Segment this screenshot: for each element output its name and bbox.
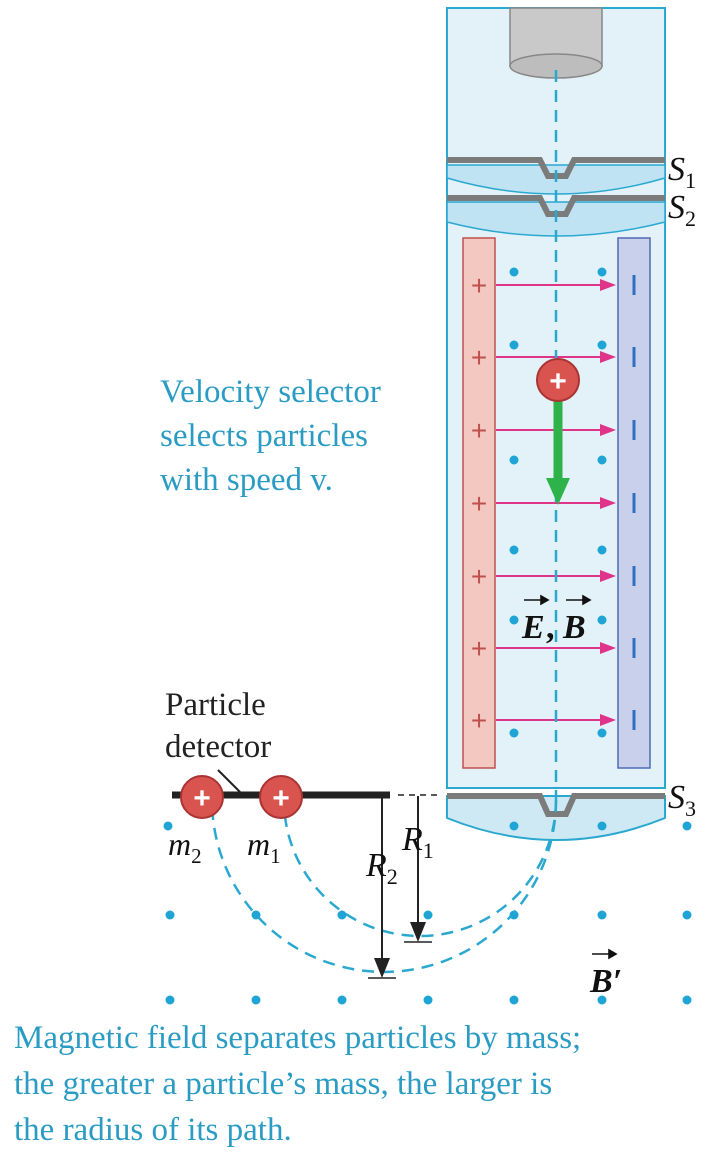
b-prime-dot xyxy=(163,821,173,831)
b-prime-dot xyxy=(682,821,692,831)
r2-arrowhead xyxy=(374,958,390,978)
b-prime-dot xyxy=(682,995,692,1005)
tube-bottom-cap xyxy=(446,795,666,841)
vector-arrows-eb xyxy=(524,594,592,606)
e-field-arrowhead xyxy=(600,279,616,291)
selector-particle xyxy=(536,358,580,402)
s2-label: S2 xyxy=(668,189,696,231)
b-prime-dot xyxy=(165,910,175,920)
b-field-label: B xyxy=(562,609,586,646)
m1-label: m1 xyxy=(247,826,281,868)
plus-sign: + xyxy=(471,270,487,301)
b-prime-dot xyxy=(509,821,519,831)
magnetic-field-line-1: Magnetic field separates particles by ma… xyxy=(14,1020,582,1056)
plus-sign: + xyxy=(471,705,487,736)
e-field-arrowhead xyxy=(600,642,616,654)
magnetic-field-dots-outside xyxy=(163,821,692,1005)
plus-sign: + xyxy=(471,488,487,519)
b-prime-dot xyxy=(597,995,607,1005)
b-prime-dot xyxy=(251,995,261,1005)
plate-charges-positive: + + + + + + + xyxy=(471,270,487,736)
b-prime-label: B′ xyxy=(589,963,622,1000)
b-field-dot xyxy=(597,340,607,350)
b-prime-dot xyxy=(682,910,692,920)
plus-sign: + xyxy=(471,633,487,664)
particle-m1-sign: + xyxy=(272,782,290,815)
particle-m2-sign: + xyxy=(193,782,211,815)
e-field-arrowhead xyxy=(600,351,616,363)
particle-detector-caption: Particle detector xyxy=(165,684,271,768)
s3-label: S3 xyxy=(668,779,696,821)
particle-m2 xyxy=(180,775,224,819)
b-prime-dot xyxy=(597,821,607,831)
b-prime-dot xyxy=(509,995,519,1005)
positive-plate xyxy=(462,237,496,769)
plus-sign: + xyxy=(471,415,487,446)
plus-sign: + xyxy=(471,561,487,592)
electric-field-arrows xyxy=(496,279,616,726)
vector-arrow-bprime xyxy=(592,948,618,960)
velocity-selector-caption: Velocity selector selects particles with… xyxy=(160,370,450,502)
velocity-selector-line-2: selects particles xyxy=(160,418,368,454)
b-prime-dot xyxy=(597,910,607,920)
magnetic-field-dots xyxy=(509,267,607,738)
b-field-dot xyxy=(597,545,607,555)
e-field-arrowhead xyxy=(600,424,616,436)
r1-label: R1 xyxy=(401,821,434,863)
b-field-dot xyxy=(597,615,607,625)
b-field-dot xyxy=(509,545,519,555)
magnetic-field-line-2: the greater a particle’s mass, the large… xyxy=(14,1066,553,1102)
b-field-dot xyxy=(509,615,519,625)
particle-detector-line-1: Particle xyxy=(165,687,266,723)
e-field-arrowhead xyxy=(600,714,616,726)
b-field-dot xyxy=(509,728,519,738)
s1-label: S1 xyxy=(668,151,696,193)
b-field-dot xyxy=(597,728,607,738)
r1-arrowhead xyxy=(410,922,426,942)
b-prime-dot xyxy=(337,995,347,1005)
particle-m1 xyxy=(259,775,303,819)
magnetic-field-caption: Magnetic field separates particles by ma… xyxy=(14,1015,704,1153)
b-field-dot xyxy=(597,267,607,277)
plus-sign: + xyxy=(471,342,487,373)
path-m1 xyxy=(282,799,558,938)
r2-label: R2 xyxy=(365,847,398,889)
particle-detector-line-2: detector xyxy=(165,729,272,765)
velocity-selector-line-1: Velocity selector xyxy=(160,374,381,410)
e-field-arrowhead xyxy=(600,570,616,582)
b-field-dot xyxy=(509,455,519,465)
b-prime-dot xyxy=(423,995,433,1005)
e-field-label: E xyxy=(521,609,545,646)
velocity-selector-line-3: with speed v. xyxy=(160,462,333,498)
magnetic-field-line-3: the radius of its path. xyxy=(14,1112,292,1148)
b-prime-dot xyxy=(165,995,175,1005)
e-b-comma: , xyxy=(546,609,555,646)
detector-pointer xyxy=(217,769,241,793)
b-field-dot xyxy=(509,267,519,277)
e-b-label: E , B xyxy=(521,609,586,646)
b-prime-dot xyxy=(509,910,519,920)
b-field-dot xyxy=(597,455,607,465)
b-prime-dot xyxy=(337,910,347,920)
selector-particle-sign: + xyxy=(549,365,567,398)
velocity-arrow-head xyxy=(546,478,570,505)
b-field-dot xyxy=(509,340,519,350)
m2-label: m2 xyxy=(168,826,202,868)
slit-s3-plate xyxy=(447,793,665,817)
b-prime-dot xyxy=(423,910,433,920)
b-prime-dot xyxy=(251,910,261,920)
e-field-arrowhead xyxy=(600,497,616,509)
